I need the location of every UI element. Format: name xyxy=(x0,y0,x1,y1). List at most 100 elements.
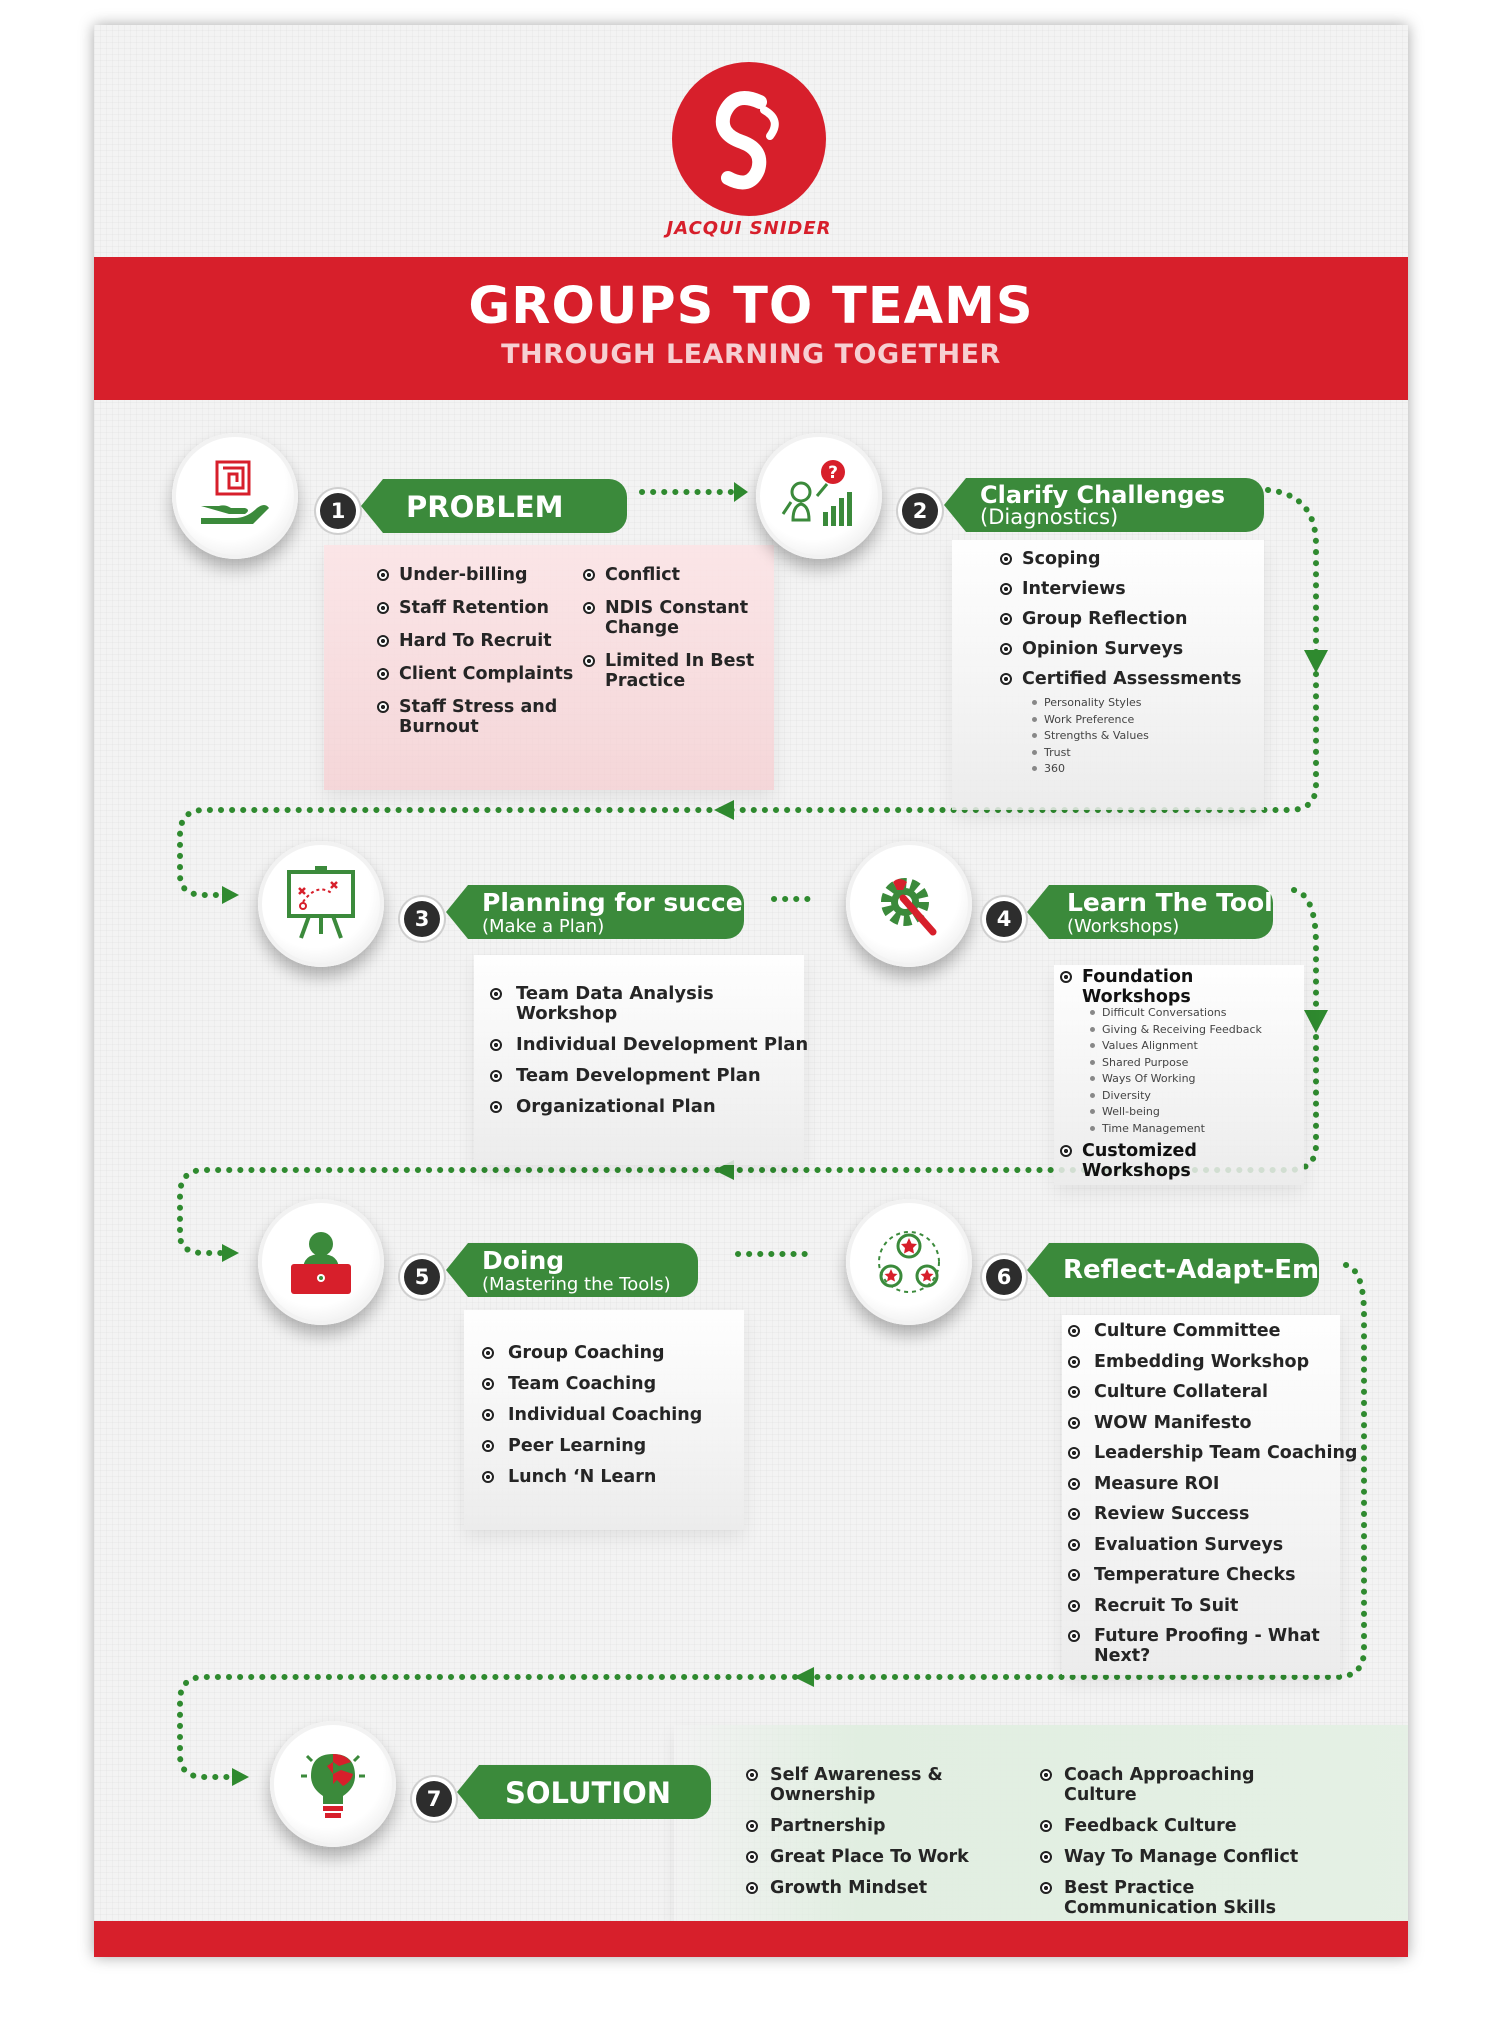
step-2-subtitle: (Diagnostics) xyxy=(980,505,1119,529)
step-2-icon-circle: ? xyxy=(756,433,882,559)
list-item: Team Data Analysis Workshop xyxy=(490,984,810,1024)
problem-panel xyxy=(324,545,774,790)
step-4-number: 4 xyxy=(986,901,1022,937)
list-item: Lunch ‘N Learn xyxy=(482,1467,742,1487)
step-3-subtitle: (Make a Plan) xyxy=(482,916,605,937)
step-3-label: Planning for success (Make a Plan) xyxy=(446,885,744,939)
planning-panel xyxy=(474,955,804,1165)
diagnostics-list: Scoping Interviews Group Reflection Opin… xyxy=(1000,549,1260,778)
solution-list-right: Coach Approaching Culture Feedback Cultu… xyxy=(1040,1765,1330,1918)
step-6-icon-circle xyxy=(846,1199,972,1325)
svg-text:?: ? xyxy=(828,463,838,483)
list-item: Interviews xyxy=(1000,579,1260,599)
logo-mark xyxy=(672,62,826,216)
list-item: Review Success xyxy=(1068,1504,1358,1524)
list-item: Culture Committee xyxy=(1068,1321,1358,1341)
list-item: Staff Retention xyxy=(377,598,577,618)
step-2-label: Clarify Challenges (Diagnostics) xyxy=(944,478,1264,532)
step-4-subtitle: (Workshops) xyxy=(1067,916,1180,937)
foundation-sublist: Difficult Conversations Giving & Receivi… xyxy=(1090,1005,1300,1137)
footer-bar xyxy=(94,1921,1408,1957)
step-3-title: Planning for success xyxy=(482,888,773,917)
page-title: GROUPS TO TEAMS xyxy=(468,277,1034,336)
step-5-label: Doing (Mastering the Tools) xyxy=(446,1243,698,1297)
list-item: Group Coaching xyxy=(482,1343,742,1363)
reflect-list: Culture Committee Embedding Workshop Cul… xyxy=(1068,1321,1358,1666)
solution-list-left: Self Awareness & Ownership Partnership G… xyxy=(746,1765,976,1898)
list-item: Hard To Recruit xyxy=(377,631,577,651)
person-laptop-icon xyxy=(291,1232,351,1294)
infographic-poster: JACQUI SNIDER GROUPS TO TEAMS THROUGH LE… xyxy=(94,25,1408,1957)
step-2-number: 2 xyxy=(902,493,938,529)
list-item: Peer Learning xyxy=(482,1436,742,1456)
list-item: Great Place To Work xyxy=(746,1847,976,1867)
step-4-label: Learn The Tools (Workshops) xyxy=(1027,885,1273,939)
list-item: Scoping xyxy=(1000,549,1260,569)
step-1-title: PROBLEM xyxy=(406,490,564,524)
step-1-label: PROBLEM xyxy=(361,479,627,533)
page-subtitle: THROUGH LEARNING TOGETHER xyxy=(501,339,1001,370)
list-item: Growth Mindset xyxy=(746,1878,976,1898)
list-item: NDIS Constant Change xyxy=(583,598,755,638)
sublist-item: Well-being xyxy=(1090,1104,1300,1121)
list-item: Way To Manage Conflict xyxy=(1040,1847,1330,1867)
problem-list-left: Under-billing Staff Retention Hard To Re… xyxy=(377,565,577,737)
list-item: Best Practice Communication Skills xyxy=(1040,1878,1294,1918)
list-item: Temperature Checks xyxy=(1068,1565,1358,1585)
step-4-icon-circle xyxy=(846,841,972,967)
gear-wrench-icon xyxy=(881,878,937,936)
step-3-icon-circle xyxy=(258,841,384,967)
list-item: Individual Development Plan xyxy=(490,1035,810,1055)
list-item: Foundation Workshops xyxy=(1060,967,1300,1007)
list-item: Embedding Workshop xyxy=(1068,1352,1358,1372)
idea-chart-question-icon: ? xyxy=(781,460,852,526)
list-item: Group Reflection xyxy=(1000,609,1260,629)
list-item: Opinion Surveys xyxy=(1000,639,1260,659)
list-item: Coach Approaching Culture xyxy=(1040,1765,1330,1805)
step-5-title: Doing xyxy=(482,1246,565,1275)
workshops-panel xyxy=(1054,965,1304,1185)
star-cycle-icon xyxy=(878,1231,940,1293)
list-item: Organizational Plan xyxy=(490,1097,810,1117)
step-5-subtitle: (Mastering the Tools) xyxy=(482,1274,671,1295)
list-item: Self Awareness & Ownership xyxy=(746,1765,950,1805)
list-item: Team Development Plan xyxy=(490,1066,810,1086)
step-3-number: 3 xyxy=(404,901,440,937)
doing-panel xyxy=(464,1310,744,1530)
sublist-item: Strengths & Values xyxy=(1032,728,1260,745)
sublist-item: Ways Of Working xyxy=(1090,1071,1300,1088)
problem-list-right: Conflict NDIS Constant Change Limited In… xyxy=(583,565,773,691)
list-item: Conflict xyxy=(583,565,773,585)
list-item: Certified Assessments Personality Styles… xyxy=(1000,669,1260,778)
list-item: Recruit To Suit xyxy=(1068,1596,1358,1616)
sublist-item: Shared Purpose xyxy=(1090,1055,1300,1072)
list-item: Culture Collateral xyxy=(1068,1382,1358,1402)
assessment-sublist: Personality Styles Work Preference Stren… xyxy=(1032,695,1260,778)
step-2-title: Clarify Challenges xyxy=(980,481,1225,509)
sublist-item: Giving & Receiving Feedback xyxy=(1090,1022,1300,1039)
list-item: Future Proofing - What Next? xyxy=(1068,1626,1358,1666)
step-6-label: Reflect-Adapt-Embed xyxy=(1027,1243,1319,1297)
title-banner: GROUPS TO TEAMS THROUGH LEARNING TOGETHE… xyxy=(94,257,1408,400)
strategy-board-icon xyxy=(287,866,355,939)
sublist-item: Diversity xyxy=(1090,1088,1300,1105)
list-item: Individual Coaching xyxy=(482,1405,742,1425)
doing-list: Group Coaching Team Coaching Individual … xyxy=(482,1343,742,1487)
step-1-icon-circle xyxy=(172,433,298,559)
step-6-number: 6 xyxy=(986,1259,1022,1295)
sublist-item: Difficult Conversations xyxy=(1090,1005,1300,1022)
list-item: Client Complaints xyxy=(377,664,577,684)
sublist-item: Work Preference xyxy=(1032,712,1260,729)
lightbulb-puzzle-icon xyxy=(301,1754,365,1818)
list-item: Partnership xyxy=(746,1816,976,1836)
list-item: Measure ROI xyxy=(1068,1474,1358,1494)
list-item: WOW Manifesto xyxy=(1068,1413,1358,1433)
list-item: Team Coaching xyxy=(482,1374,742,1394)
list-item: Limited In Best Practice xyxy=(583,651,755,691)
step-7-title: SOLUTION xyxy=(505,1776,672,1810)
sublist-item: Values Alignment xyxy=(1090,1038,1300,1055)
step-1-number: 1 xyxy=(320,493,356,529)
list-item: Leadership Team Coaching xyxy=(1068,1443,1358,1463)
step-7-number: 7 xyxy=(416,1781,452,1817)
maze-hand-icon xyxy=(201,460,269,524)
